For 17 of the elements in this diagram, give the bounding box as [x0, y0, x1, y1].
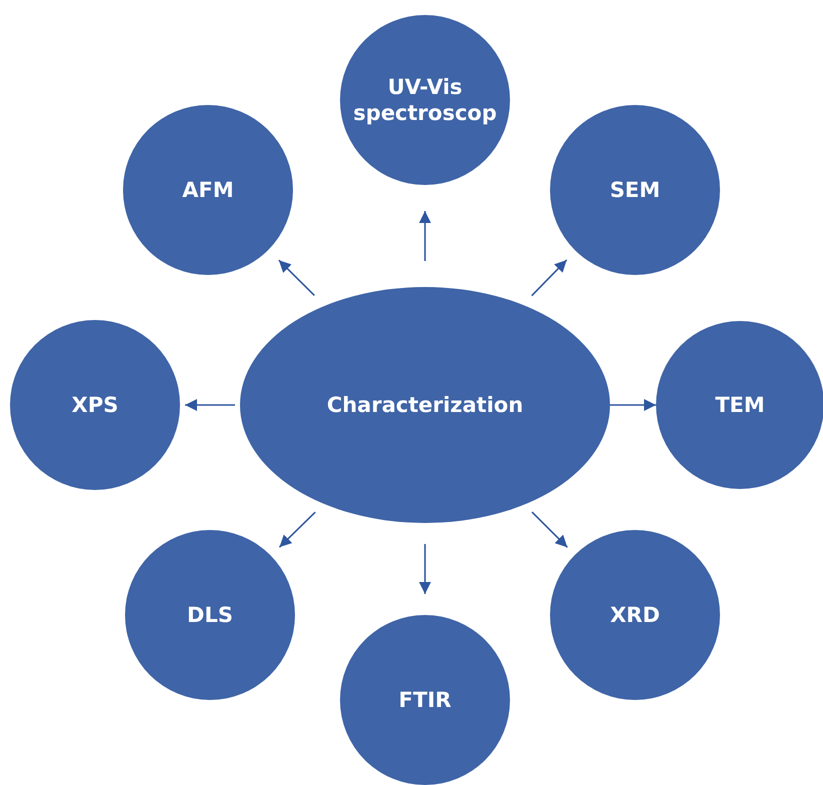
arrow [419, 544, 431, 594]
node-label: XPS [72, 392, 118, 418]
node-label: FTIR [398, 686, 452, 714]
arrow [610, 399, 656, 411]
arrow [185, 399, 235, 411]
arrow [531, 259, 568, 296]
node-label: TEM [715, 392, 765, 418]
node-label: DLS [187, 602, 233, 628]
arrow [419, 211, 431, 261]
arrow [531, 511, 568, 548]
node-label: UV-Vis spectroscop [353, 74, 497, 126]
node-label: XRD [610, 602, 660, 628]
arrow [278, 512, 316, 548]
arrow [278, 260, 315, 296]
node-label: AFM [182, 176, 234, 204]
node-label: Characterization [326, 392, 524, 418]
node-label: SEM [610, 176, 660, 204]
